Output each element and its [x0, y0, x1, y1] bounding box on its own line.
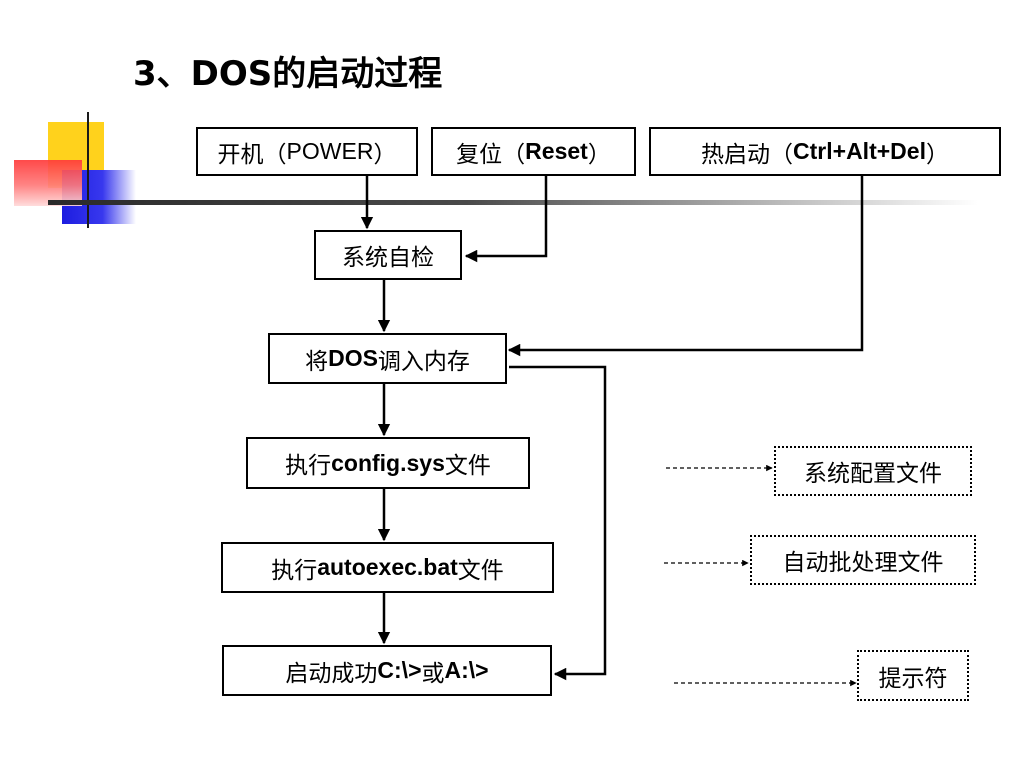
box-reset-prefix: 复位（ [456, 141, 526, 168]
box-boot-success-prompt-c: C:\> [377, 657, 422, 683]
box-run-autoexec-file: autoexec.bat [317, 554, 458, 580]
box-hot-restart: 热启动（Ctrl+Alt+Del） [649, 127, 1001, 176]
note-prompt-text: 提示符 [878, 665, 948, 692]
decor-vertical-line [87, 112, 89, 228]
note-config-file-text: 系统配置文件 [804, 461, 942, 487]
box-hot-restart-prefix: 热启动（ [701, 141, 794, 168]
box-load-dos-suffix: 调入内存 [377, 348, 470, 375]
box-boot-success-prompt-a: A:\> [444, 657, 489, 683]
box-reset-suffix: ） [587, 141, 611, 168]
note-prompt: 提示符 [857, 650, 969, 701]
box-load-dos-keyword: DOS [328, 345, 378, 371]
box-hot-restart-suffix: ） [925, 141, 949, 168]
decor-red-square [14, 160, 82, 206]
box-run-config-suffix: 文件 [444, 453, 491, 479]
note-batch-file-text: 自动批处理文件 [782, 550, 944, 576]
arrow-reset-to-selftest [464, 176, 548, 263]
box-power-on-text: POWER [286, 138, 374, 164]
note-config-file: 系统配置文件 [774, 446, 972, 496]
arrow-hot-to-load [507, 176, 864, 357]
slide-title: 3、DOS的启动过程 [133, 54, 443, 94]
arrow-load-to-success [509, 365, 607, 681]
box-run-autoexec-suffix: 文件 [457, 557, 504, 584]
box-power-on-prefix: 开机（ [217, 141, 287, 168]
box-reset-keyword: Reset [525, 138, 588, 164]
decor-horizontal-rule [48, 200, 978, 205]
box-run-autoexec-prefix: 执行 [271, 557, 318, 584]
box-boot-success-or: 或 [421, 660, 445, 687]
box-self-test-text: 系统自检 [342, 245, 434, 271]
box-power-on: 开机（POWER） [196, 127, 418, 176]
box-power-on-suffix: ） [373, 141, 397, 168]
box-load-dos-prefix: 将 [305, 348, 329, 375]
box-reset: 复位（Reset） [431, 127, 636, 176]
box-boot-success-prefix: 启动成功 [285, 660, 378, 687]
box-run-config-file: config.sys [331, 449, 445, 476]
box-run-config-prefix: 执行 [285, 453, 332, 479]
box-hot-restart-keys: Ctrl+Alt+Del [793, 138, 926, 164]
box-self-test: 系统自检 [314, 230, 462, 280]
note-batch-file: 自动批处理文件 [750, 535, 976, 585]
